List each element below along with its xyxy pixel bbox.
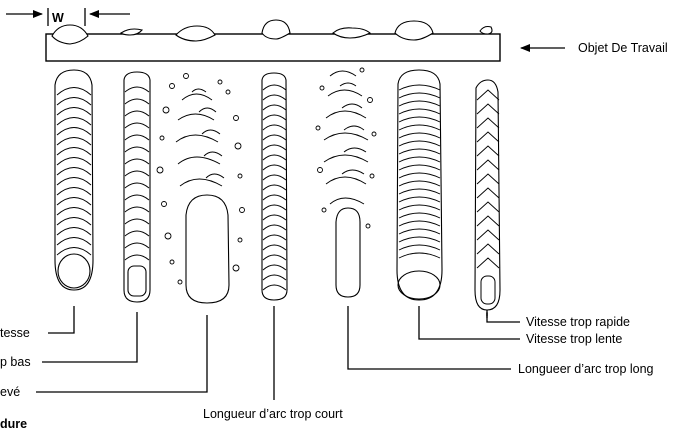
bead-speed-slow [397, 70, 442, 300]
label-amperage-low-partial: p bas [0, 355, 31, 369]
workpiece-label: Objet De Travail [578, 41, 668, 55]
bead-normal [55, 70, 93, 290]
label-speed-too-slow: Vitesse trop lente [526, 332, 622, 346]
width-marker: W [6, 8, 130, 26]
bead-arc-long [316, 68, 376, 297]
leader-lines [36, 306, 520, 400]
label-arc-too-short: Longueur d’arc trop court [203, 407, 343, 421]
bead-amperage-high [157, 74, 245, 304]
caption-bold-partial: dure [0, 417, 27, 431]
label-speed-too-fast: Vitesse trop rapide [526, 315, 630, 329]
width-marker-label: W [52, 11, 64, 25]
bead-amperage-low [124, 72, 150, 302]
workpiece-plate [46, 20, 500, 61]
label-arc-too-long: Longueer d’arc trop long [518, 362, 654, 376]
bead-arc-short [262, 73, 287, 300]
bead-speed-fast [475, 80, 500, 310]
label-speed-partial: tesse [0, 326, 30, 340]
workpiece-callout: Objet De Travail [521, 41, 668, 55]
label-amperage-high-partial: evé [0, 385, 20, 399]
